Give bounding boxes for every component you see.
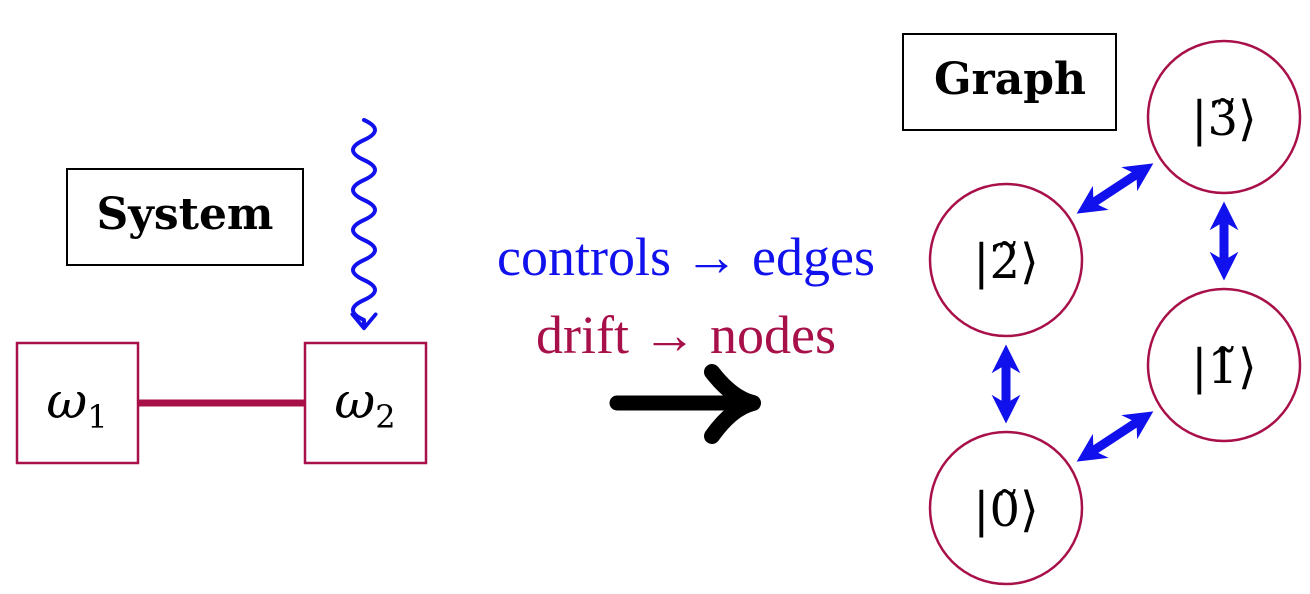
control-edge-0-1	[1076, 411, 1154, 462]
mapping-drift-nodes: drift → nodes	[536, 305, 836, 365]
state-node-2	[928, 182, 1084, 338]
graph-nodes: |3̃⟩ |2̃⟩ |1̃⟩ |0̃⟩	[928, 39, 1302, 586]
mode-1-label: ω1	[46, 372, 107, 436]
state-node-1	[1146, 287, 1302, 443]
graph-title-box	[902, 33, 1117, 131]
system-title-box	[66, 168, 304, 266]
graph-edges	[991, 163, 1239, 462]
control-drive-wavy-arrow	[350, 118, 378, 331]
transform-arrow	[609, 364, 761, 444]
state-node-3	[1146, 39, 1302, 195]
mode-2-label: ω2	[334, 372, 395, 436]
mapping-legend: controls → edges drift → nodes	[497, 227, 875, 365]
state-node-2-label: |2̃⟩	[973, 234, 1038, 290]
state-node-1-label: |1̃⟩	[1191, 339, 1256, 395]
graph-panel: Graph |3̃⟩ |2̃⟩ |1̃⟩ |0̃⟩	[902, 33, 1302, 586]
state-node-0	[928, 430, 1084, 586]
state-node-0-label: |0̃⟩	[973, 482, 1038, 538]
mode-1-box	[15, 341, 140, 465]
graph-title: Graph	[934, 54, 1086, 105]
state-node-3-label: |3̃⟩	[1191, 91, 1256, 147]
system-title: System	[97, 189, 274, 240]
mapping-controls-edges: controls → edges	[497, 227, 875, 287]
mode-2-box	[303, 341, 428, 465]
system-panel: System ω1 ω2	[15, 118, 428, 465]
control-edge-2-3	[1076, 163, 1154, 214]
